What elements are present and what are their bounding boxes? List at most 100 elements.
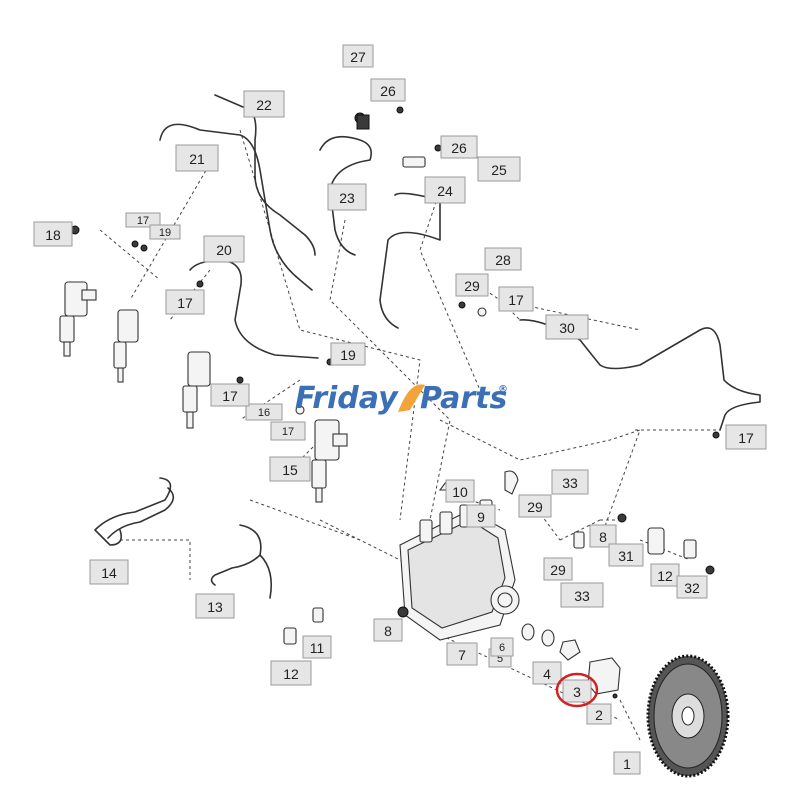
callout-box (608, 543, 644, 567)
callout-c22: 22 (243, 90, 285, 118)
callout-c3: 3 (562, 679, 592, 703)
injector-left-2 (113, 309, 139, 383)
callout-c17d: 17 (270, 421, 306, 441)
callout-number: 19 (159, 227, 171, 239)
bracket-12 (683, 539, 697, 559)
callout-c7: 7 (446, 642, 478, 666)
callout-c12b: 12 (650, 563, 680, 587)
callout-c31: 31 (608, 543, 644, 567)
callout-number: 9 (477, 509, 485, 525)
callout-box (330, 342, 366, 366)
injector-center (182, 351, 211, 429)
callout-number: 28 (495, 252, 511, 268)
washer-5 (541, 629, 555, 647)
callout-number: 18 (45, 227, 61, 243)
callout-box (543, 557, 573, 581)
callout-box (195, 593, 235, 619)
callout-box (545, 314, 589, 340)
callout-number: 33 (562, 475, 578, 491)
injection-pipe-23 (319, 135, 373, 256)
callout-number: 26 (380, 83, 396, 99)
callout-number: 30 (559, 320, 575, 336)
callout-number: 8 (384, 623, 392, 639)
nut-8b (397, 606, 409, 618)
callout-number: 17 (282, 426, 294, 438)
callout-box (562, 679, 592, 703)
bracket-31 (647, 527, 665, 555)
callout-c19a: 19 (330, 342, 366, 366)
callout-number: 7 (458, 647, 466, 663)
callout-box (484, 247, 522, 271)
callout-c21: 21 (175, 144, 219, 172)
callout-number: 17 (508, 292, 524, 308)
watermark-parts: Parts (420, 381, 507, 416)
callout-number: 24 (437, 183, 453, 199)
callout-number: 1 (623, 756, 631, 772)
wire-harness-14 (94, 477, 172, 546)
callout-box (445, 479, 475, 503)
key-2 (612, 693, 618, 699)
callout-number: 26 (451, 140, 467, 156)
callout-number: 20 (216, 242, 232, 258)
banjo-33 (504, 470, 519, 495)
callout-box (125, 212, 161, 228)
callout-c20: 20 (203, 235, 245, 263)
callout-number: 8 (599, 529, 607, 545)
injection-pipe-22 (214, 94, 316, 256)
clip-11 (312, 607, 324, 623)
callout-c23: 23 (327, 183, 367, 211)
callout-box (560, 582, 604, 608)
callout-number: 21 (189, 151, 205, 167)
callout-number: 29 (464, 278, 480, 294)
callout-box (532, 661, 562, 685)
callout-number: 12 (657, 568, 673, 584)
callout-number: 33 (574, 588, 590, 604)
nut-8 (617, 513, 627, 523)
callout-number: 12 (283, 666, 299, 682)
callout-c8a: 8 (373, 618, 403, 642)
callout-box (245, 403, 283, 421)
callout-number: 10 (452, 484, 468, 500)
callout-c15: 15 (269, 456, 311, 482)
callout-c33b: 33 (560, 582, 604, 608)
callout-box (89, 559, 129, 585)
bracket-12b (283, 627, 297, 645)
watermark-registered-mark: ® (498, 384, 508, 395)
callout-c30: 30 (545, 314, 589, 340)
callout-c11: 11 (302, 635, 332, 659)
callout-c29b: 29 (518, 494, 552, 518)
callouts: 1234567889101112121314151617171717171718… (33, 44, 767, 775)
callout-c17e: 17 (498, 286, 534, 312)
callout-box (270, 660, 312, 686)
callout-number: 14 (101, 565, 117, 581)
callout-number: 17 (222, 388, 238, 404)
drive-gear-1 (646, 654, 730, 778)
injection-pipe-21 (159, 123, 313, 291)
callout-box (650, 563, 680, 587)
callout-c9: 9 (466, 504, 496, 528)
callout-c14: 14 (89, 559, 129, 585)
callout-c29c: 29 (543, 557, 573, 581)
callout-box (149, 224, 181, 240)
callout-box (455, 273, 489, 297)
callout-box (175, 144, 219, 172)
callout-number: 22 (256, 97, 272, 113)
callout-box (440, 135, 478, 159)
callout-c28: 28 (484, 247, 522, 271)
gear-hub-3 (587, 657, 621, 695)
callout-box (203, 235, 245, 263)
callout-box (165, 289, 205, 315)
callout-box (342, 44, 374, 68)
callout-box (373, 618, 403, 642)
callout-c26a: 26 (370, 78, 406, 102)
callout-c26b: 26 (440, 135, 478, 159)
callout-box (370, 78, 406, 102)
injection-pipe-20 (189, 260, 319, 359)
callout-c17c: 17 (210, 383, 250, 407)
callout-c6: 6 (490, 637, 514, 657)
callout-number: 27 (350, 49, 366, 65)
callout-number: 4 (543, 666, 551, 682)
callout-box (210, 383, 250, 407)
